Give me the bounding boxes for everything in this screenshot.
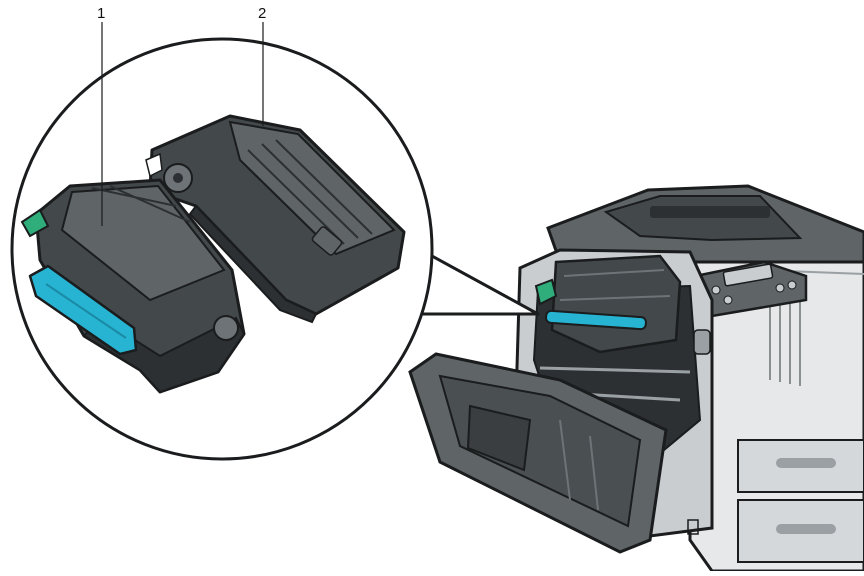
tray-handle (776, 524, 836, 534)
drum-clip (311, 226, 343, 256)
drum-unit (145, 114, 406, 324)
control-panel-display (722, 263, 774, 287)
callout-number-2: 2 (258, 5, 266, 22)
zoom-pointer (408, 242, 540, 316)
front-cover-ribs (559, 419, 599, 511)
callout-number-1: 1 (97, 5, 105, 22)
installed-cartridge-handle (545, 309, 647, 331)
hinge (693, 329, 711, 355)
paper-exit-slot (650, 206, 770, 218)
drum-unit-side (188, 204, 318, 324)
drum-white-tab (145, 152, 163, 178)
toner-green-tab (20, 208, 50, 238)
toner-gear (213, 315, 239, 341)
printer (408, 184, 864, 573)
drum-unit-ridges (247, 139, 373, 245)
callout-2: 2 (258, 5, 266, 126)
callout-1: 1 (97, 5, 105, 226)
toner-cartridge-ribs (91, 185, 191, 223)
drum-unit-top (228, 120, 396, 256)
zoom-callout (10, 37, 540, 461)
tray-handle (776, 458, 836, 468)
installed-cartridge (550, 254, 682, 354)
front-label-icon (687, 519, 699, 535)
front-cover-recess (466, 404, 532, 472)
release-lever (534, 278, 558, 306)
